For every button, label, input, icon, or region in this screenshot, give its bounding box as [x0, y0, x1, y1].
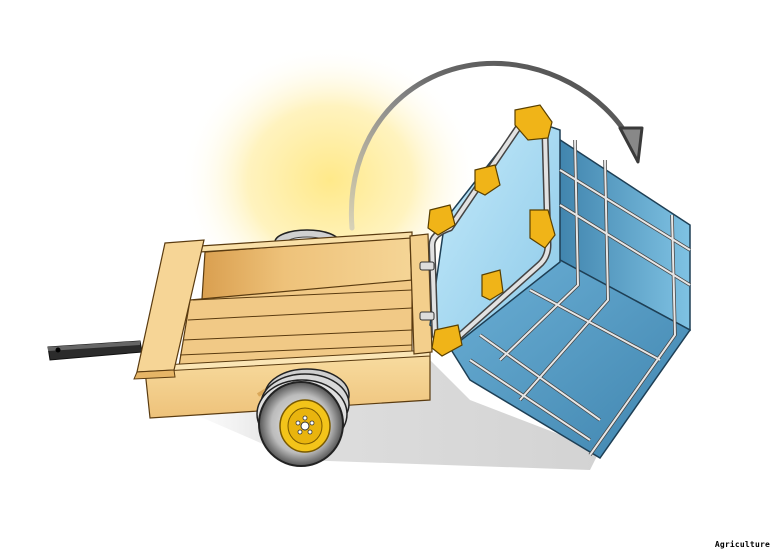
ibc-tank [419, 104, 692, 460]
hinge-clamps [419, 261, 435, 321]
front-wheel [256, 368, 350, 467]
rotation-arrow-icon [348, 60, 644, 231]
corner-blocks [427, 104, 556, 357]
caption-text: Agriculture [714, 540, 770, 549]
hitch-bar [47, 340, 143, 361]
